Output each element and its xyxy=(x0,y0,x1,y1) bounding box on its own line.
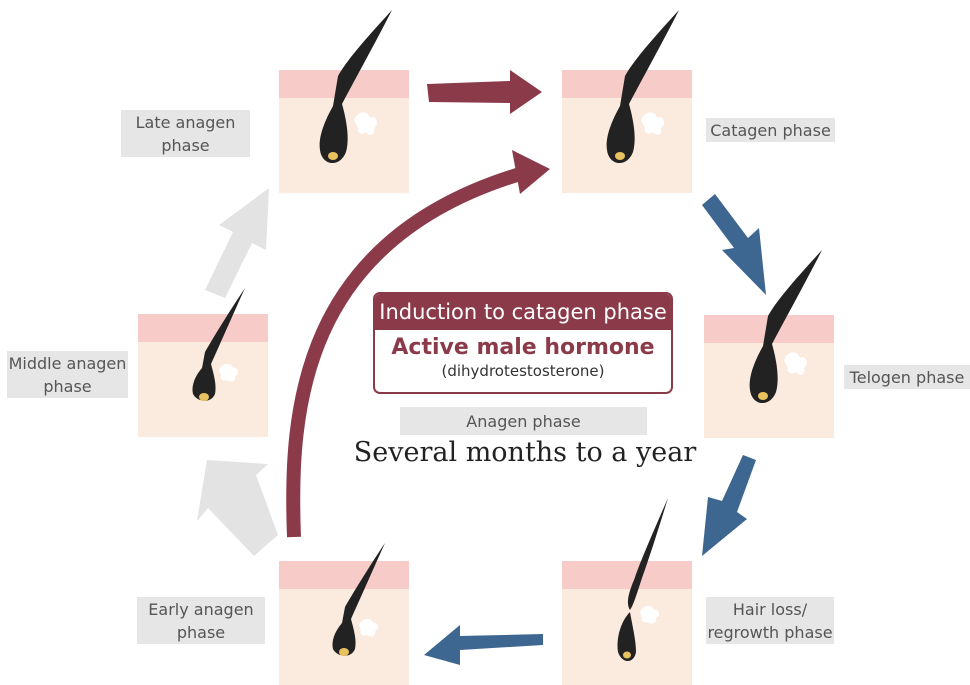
label-hair-loss: Hair loss/ regrowth phase xyxy=(706,597,834,644)
label-early-anagen: Early anagen phase xyxy=(137,597,265,644)
anagen-duration: Several months to a year xyxy=(353,437,697,468)
induction-header: Induction to catagen phase xyxy=(375,294,671,330)
hair-hair-loss xyxy=(617,498,668,661)
skin-block-middle-anagen xyxy=(138,314,268,437)
hormone-name: Active male hormone xyxy=(391,335,655,360)
arrow-induction-head xyxy=(512,150,550,194)
arrow-middle-to-late xyxy=(205,188,269,298)
label-telogen: Telogen phase xyxy=(844,365,970,389)
induction-box: Induction to catagen phase Active male h… xyxy=(373,292,673,394)
label-late-anagen: Late anagen phase xyxy=(121,110,250,157)
arrow-catagen-to-telogen xyxy=(702,194,766,295)
arrow-late-to-catagen xyxy=(427,70,542,114)
hormone-detail: (dihydrotestosterone) xyxy=(441,362,605,380)
label-catagen: Catagen phase xyxy=(706,118,835,142)
arrow-hairloss-to-early xyxy=(424,625,543,665)
arrow-induction-curve xyxy=(286,165,529,538)
arrow-telogen-to-hairloss xyxy=(702,455,756,556)
arrow-early-to-middle xyxy=(197,460,278,556)
label-middle-anagen: Middle anagen phase xyxy=(7,351,128,398)
label-anagen: Anagen phase xyxy=(400,407,647,435)
skin-block-early-anagen xyxy=(279,561,409,685)
